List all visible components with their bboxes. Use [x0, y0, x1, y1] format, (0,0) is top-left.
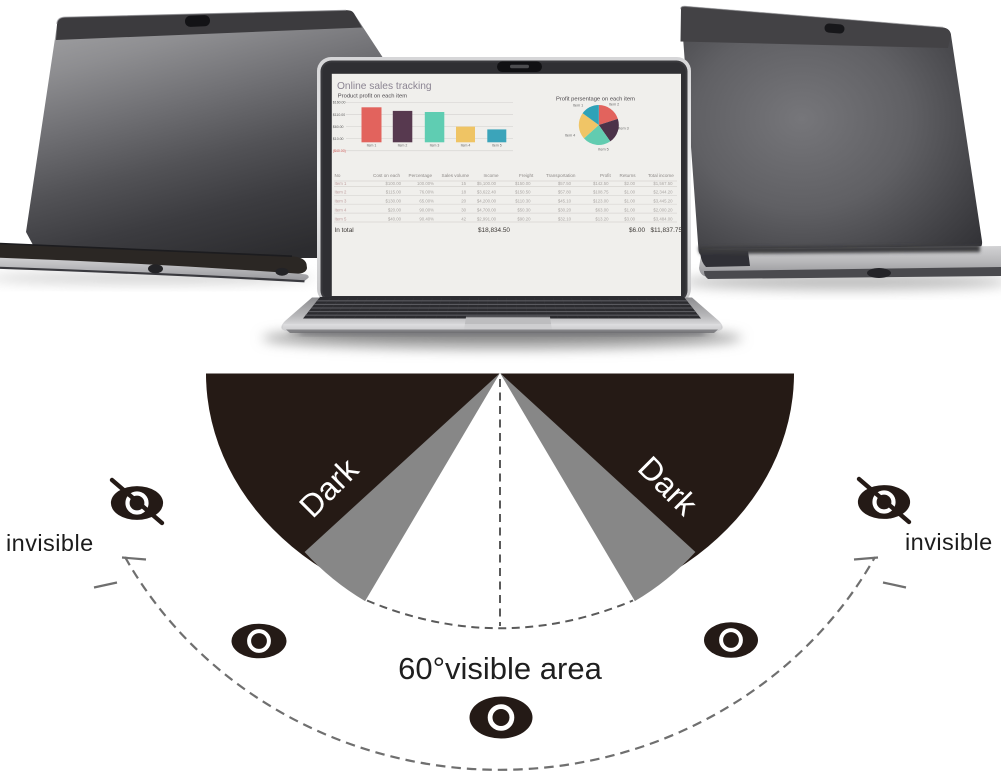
svg-text:Freight: Freight — [519, 173, 534, 178]
svg-text:$110.30: $110.30 — [515, 199, 531, 204]
svg-text:$1.00: $1.00 — [624, 199, 635, 204]
svg-text:($40.00): ($40.00) — [333, 149, 346, 153]
svg-text:Profit persentage on each item: Profit persentage on each item — [556, 97, 635, 103]
svg-text:90.40%: 90.40% — [419, 216, 434, 221]
svg-text:Item 3: Item 3 — [335, 199, 348, 204]
svg-text:Item 2: Item 2 — [609, 103, 620, 107]
svg-text:$2,344.20: $2,344.20 — [653, 190, 673, 195]
svg-text:$108.75: $108.75 — [593, 190, 609, 195]
svg-text:$11,837.75: $11,837.75 — [650, 227, 682, 234]
svg-text:$3,484.00: $3,484.00 — [653, 216, 673, 221]
svg-text:$6.00: $6.00 — [629, 227, 645, 234]
svg-text:Total income: Total income — [648, 173, 674, 178]
svg-text:Percentage: Percentage — [409, 173, 433, 178]
svg-text:Item 1: Item 1 — [335, 181, 348, 186]
svg-text:76.00%: 76.00% — [419, 190, 434, 195]
svg-text:$18,834.50: $18,834.50 — [478, 227, 510, 234]
svg-text:$150.00: $150.00 — [515, 181, 531, 186]
svg-text:Transportation: Transportation — [546, 173, 576, 178]
svg-text:$1.00: $1.00 — [624, 190, 635, 195]
svg-text:Item 3: Item 3 — [618, 127, 629, 131]
svg-text:20: 20 — [461, 199, 466, 204]
svg-text:Item 4: Item 4 — [565, 134, 576, 138]
svg-text:18: 18 — [461, 190, 466, 195]
svg-text:65.00%: 65.00% — [419, 199, 434, 204]
svg-text:15: 15 — [461, 181, 466, 186]
svg-text:$3,622.40: $3,622.40 — [477, 190, 497, 195]
svg-text:$1.00: $1.00 — [624, 208, 635, 213]
svg-text:$4,200.00: $4,200.00 — [477, 199, 497, 204]
svg-text:$123.00: $123.00 — [593, 199, 609, 204]
svg-text:Product profit on each item: Product profit on each item — [338, 94, 407, 100]
svg-text:$13.20: $13.20 — [595, 216, 609, 221]
svg-text:42: 42 — [461, 216, 466, 221]
svg-text:$60.00: $60.00 — [333, 125, 344, 129]
svg-text:$2,000.20: $2,000.20 — [653, 208, 673, 213]
svg-text:Item 4: Item 4 — [335, 208, 348, 213]
svg-text:Sales volume: Sales volume — [442, 173, 470, 178]
svg-text:No: No — [335, 173, 341, 178]
svg-text:$57.50: $57.50 — [558, 181, 572, 186]
svg-text:$3,445.20: $3,445.20 — [653, 199, 673, 204]
svg-text:Cost on each: Cost on each — [373, 173, 401, 178]
svg-text:$115.00: $115.00 — [386, 190, 402, 195]
svg-text:Item 5: Item 5 — [492, 143, 502, 147]
svg-text:90.00%: 90.00% — [419, 208, 434, 213]
svg-text:Item 1: Item 1 — [367, 143, 377, 147]
svg-text:Item 2: Item 2 — [335, 190, 348, 195]
svg-text:$110.00: $110.00 — [333, 113, 345, 117]
svg-text:$142.50: $142.50 — [593, 181, 609, 186]
svg-text:$160.00: $160.00 — [333, 101, 346, 105]
svg-text:60°visible area: 60°visible area — [398, 651, 602, 686]
svg-text:$57.80: $57.80 — [558, 190, 572, 195]
svg-text:$3.00: $3.00 — [624, 216, 635, 221]
svg-text:invisible: invisible — [6, 530, 94, 556]
svg-text:$90.20: $90.20 — [517, 216, 531, 221]
svg-text:Item 4: Item 4 — [461, 143, 471, 147]
svg-text:$5,100.00: $5,100.00 — [477, 181, 497, 186]
svg-text:$10.00: $10.00 — [333, 137, 344, 141]
svg-text:100.00%: 100.00% — [417, 181, 434, 186]
svg-text:Online sales tracking: Online sales tracking — [337, 81, 432, 92]
svg-text:Item 5: Item 5 — [335, 216, 348, 221]
svg-text:In total: In total — [335, 227, 354, 234]
svg-text:invisible: invisible — [905, 529, 993, 555]
svg-text:$1,567.50: $1,567.50 — [653, 181, 673, 186]
svg-text:Returns: Returns — [620, 173, 637, 178]
svg-text:$20.00: $20.00 — [388, 208, 402, 213]
svg-text:$40.00: $40.00 — [388, 216, 402, 221]
svg-text:Profit: Profit — [600, 173, 611, 178]
svg-text:$130.00: $130.00 — [385, 199, 401, 204]
svg-text:$4,700.00: $4,700.00 — [477, 208, 497, 213]
svg-text:$150.50: $150.50 — [515, 190, 531, 195]
svg-text:$2,991.00: $2,991.00 — [477, 216, 497, 221]
svg-text:Item 5: Item 5 — [598, 148, 609, 152]
svg-text:$30.20: $30.20 — [558, 208, 572, 213]
svg-text:$63.00: $63.00 — [595, 208, 609, 213]
svg-text:$50.30: $50.30 — [517, 208, 531, 213]
svg-text:$100.00: $100.00 — [385, 181, 401, 186]
svg-text:Item 3: Item 3 — [430, 143, 440, 147]
svg-text:Income: Income — [484, 173, 500, 178]
svg-text:$45.10: $45.10 — [558, 199, 572, 204]
svg-text:Item 2: Item 2 — [398, 143, 408, 147]
svg-text:$32.10: $32.10 — [558, 216, 572, 221]
svg-text:$2.00: $2.00 — [624, 181, 635, 186]
svg-text:Item 1: Item 1 — [573, 104, 584, 108]
svg-text:30: 30 — [461, 208, 466, 213]
